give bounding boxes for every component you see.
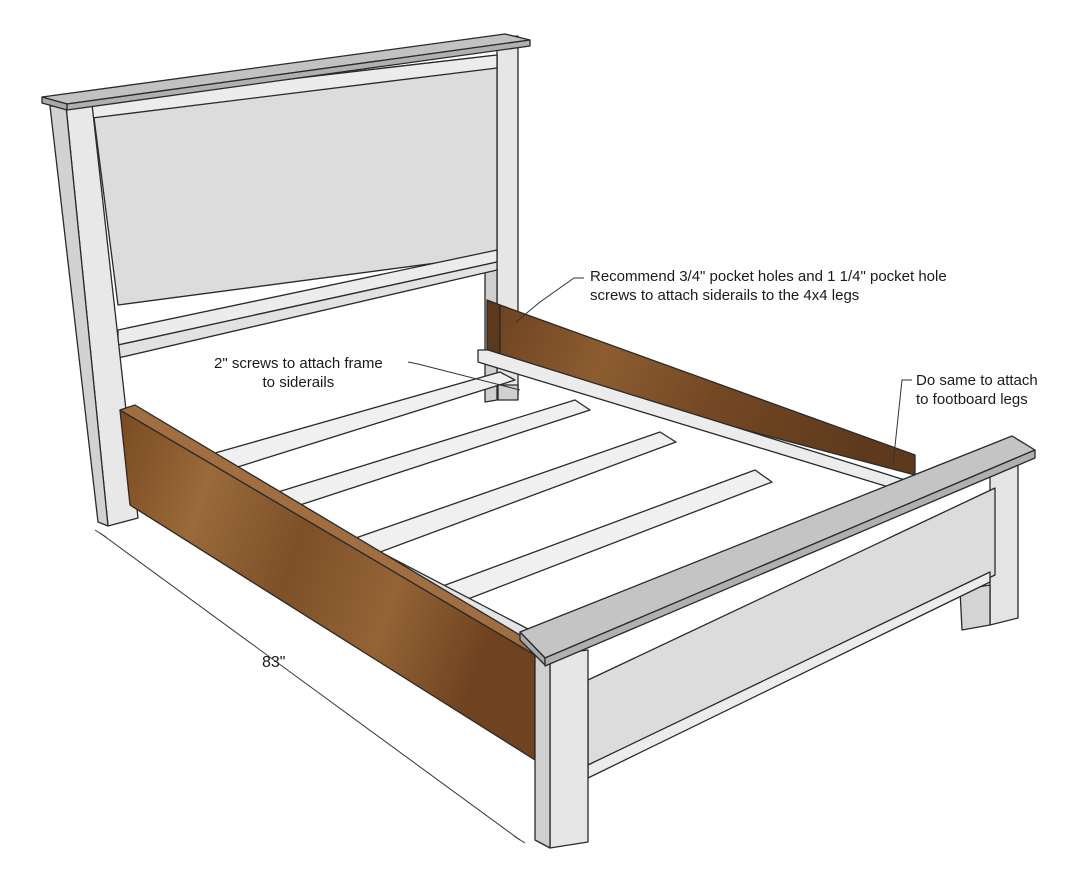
footboard <box>519 435 1036 849</box>
note-footboard-line-1: Do same to attach <box>916 372 1038 389</box>
leader-frame-screws <box>407 361 521 391</box>
dimension-length-label: 83" <box>262 654 286 671</box>
note-siderail-pocket-holes: Recommend 3/4" pocket holes and 1 1/4" p… <box>590 267 947 305</box>
leader-siderail-pocket-holes <box>515 277 584 323</box>
footboard-left-leg <box>549 649 589 849</box>
far-siderail <box>499 304 916 476</box>
note-footboard-line-2: to footboard legs <box>916 391 1028 408</box>
note-frame-line-2: to siderails <box>262 374 335 391</box>
note-siderail-line-2: screws to attach siderails to the 4x4 le… <box>590 287 860 304</box>
note-frame-screws: 2" screws to attach frame to siderails <box>214 354 383 392</box>
note-frame-line-1: 2" screws to attach frame <box>214 355 383 372</box>
note-siderail-line-1: Recommend 3/4" pocket holes and 1 1/4" p… <box>590 268 947 285</box>
dimension-line <box>94 529 526 844</box>
leader-footboard-legs <box>892 379 912 466</box>
headboard <box>41 33 531 527</box>
note-footboard-legs: Do same to attach to footboard legs <box>916 371 1038 409</box>
